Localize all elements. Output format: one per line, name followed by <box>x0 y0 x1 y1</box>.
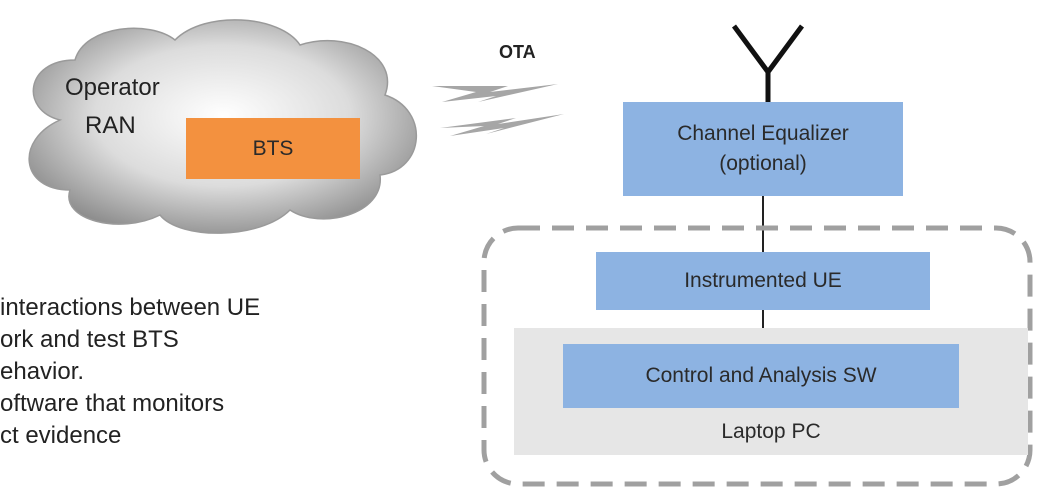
antenna-icon <box>731 24 805 104</box>
laptop-pc-label: Laptop PC <box>721 420 821 443</box>
body-text-block: interactions between UE ork and test BTS… <box>0 292 260 452</box>
connector-line <box>762 196 764 252</box>
dashed-enclosure <box>481 225 1033 487</box>
cloud-label-ran: RAN <box>85 112 136 139</box>
cloud-label-operator: Operator <box>65 74 160 101</box>
control-analysis-sw-label: Control and Analysis SW <box>645 364 877 387</box>
body-text-line: ork and test BTS <box>0 326 179 353</box>
bts-box: BTS <box>186 118 360 179</box>
channel-equalizer-box: Channel Equalizer (optional) <box>623 102 903 196</box>
lightning-bolt-icon <box>432 84 564 136</box>
body-text-line: ct evidence <box>0 422 122 449</box>
body-text-line: ehavior. <box>0 358 85 385</box>
body-text-line: interactions between UE <box>0 294 261 321</box>
channel-equalizer-label: Channel Equalizer <box>677 122 849 145</box>
channel-equalizer-optional-label: (optional) <box>719 152 807 175</box>
control-analysis-sw-box: Control and Analysis SW <box>563 344 959 408</box>
body-text-line: oftware that monitors <box>0 390 225 417</box>
instrumented-ue-box: Instrumented UE <box>596 252 930 310</box>
bts-label: BTS <box>252 136 294 160</box>
connector-line <box>762 310 764 344</box>
ota-label: OTA <box>499 42 536 62</box>
instrumented-ue-label: Instrumented UE <box>684 269 842 292</box>
